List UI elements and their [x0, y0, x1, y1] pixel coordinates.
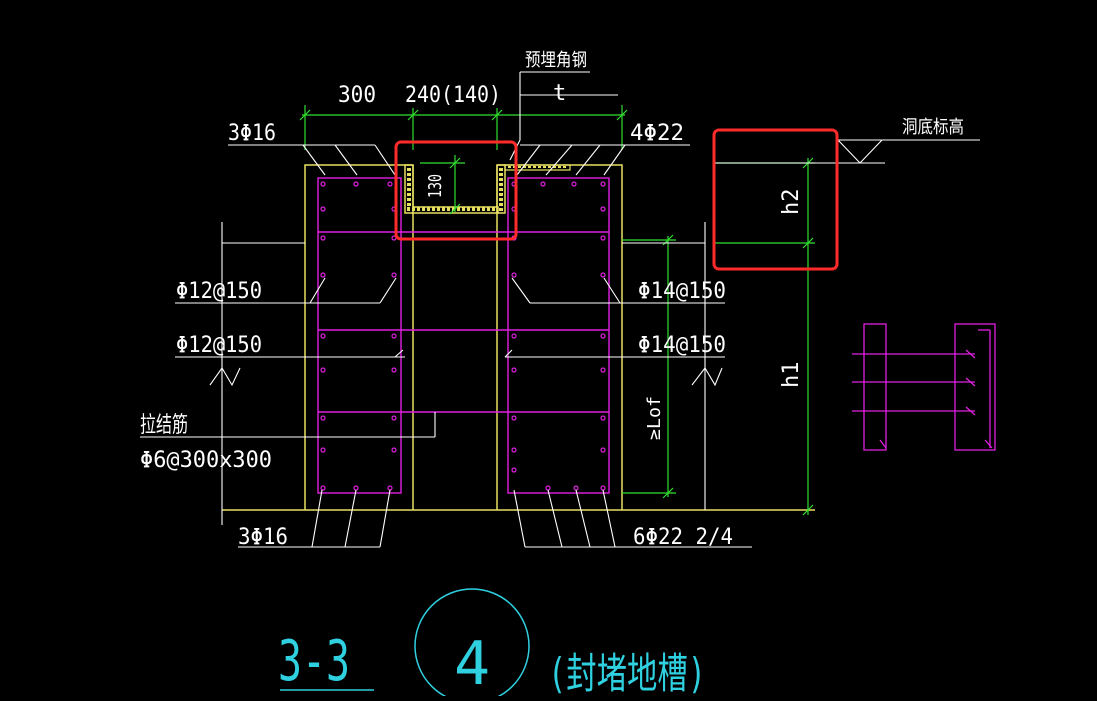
rebar-dots	[320, 181, 606, 491]
lof-label: ≥Lof	[644, 396, 665, 440]
embedded-angle-steel	[404, 164, 571, 214]
tie-bars	[401, 231, 508, 413]
dim-240-label: 240(140)	[405, 83, 501, 108]
stirrup-left-2-label: Φ12@150	[176, 333, 262, 358]
dimension-lines	[299, 105, 815, 516]
tie-bar-label: 拉结筋	[140, 413, 188, 438]
embedded-angle-label: 预埋角钢	[525, 50, 587, 71]
concrete-outline	[222, 164, 815, 511]
rebar-top-left-label: 3Φ16	[228, 121, 276, 146]
rebar-top-right-label: 4Φ22	[630, 121, 684, 146]
stirrup-left-1-label: Φ12@150	[176, 279, 262, 304]
detail-circle	[414, 588, 530, 701]
stirrup-right-2-label: Φ14@150	[638, 333, 726, 358]
dim-t-label: t	[553, 81, 566, 106]
dim-300-label: 300	[338, 83, 376, 108]
highlight-box-angle[interactable]	[394, 140, 518, 241]
caption-label: (封堵地槽)	[548, 649, 706, 696]
rebar-cage-right	[507, 177, 610, 494]
stirrup-right-1-label: Φ14@150	[638, 279, 726, 304]
hole-bottom-elev-label: 洞底标高	[902, 117, 964, 138]
rebar-bottom-right-label: 6Φ22 2/4	[633, 525, 733, 550]
h2-label: h2	[779, 189, 804, 216]
leader-lines	[140, 71, 980, 548]
h1-label: h1	[779, 362, 804, 389]
tie-bar-spec-label: Φ6@300x300	[140, 448, 272, 473]
rebar-cage-left	[317, 177, 402, 494]
detail-number: 4	[454, 629, 490, 696]
rebar-bottom-left-label: 3Φ16	[238, 525, 288, 550]
side-detail	[852, 323, 996, 451]
dim-130-label: 130	[425, 174, 446, 198]
highlight-box-h2[interactable]	[712, 128, 839, 271]
section-label: 3-3	[278, 629, 350, 694]
